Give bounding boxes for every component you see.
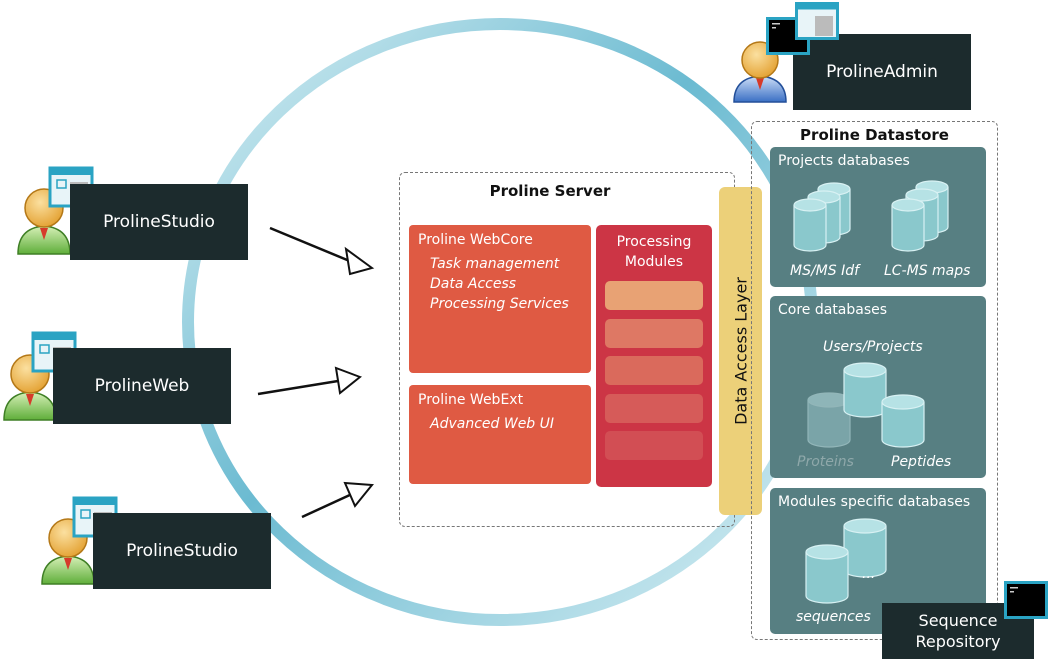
webcore-item: Processing Services <box>430 296 569 312</box>
module-slot <box>605 431 703 460</box>
processing-modules-title-line2: Modules <box>624 254 684 270</box>
data-access-layer: Data Access Layer <box>719 187 762 515</box>
prolineadmin-box: ProlineAdmin <box>793 34 971 110</box>
prolineadmin-label: ProlineAdmin <box>826 62 938 82</box>
prolinestudio-bottom-label: ProlineStudio <box>126 541 238 561</box>
sequence-repository-line2: Repository <box>915 632 1001 651</box>
arrow-icon <box>269 226 375 276</box>
module-slot <box>605 319 703 348</box>
webcore-title: Proline WebCore <box>418 232 533 248</box>
db-label-users-projects: Users/Projects <box>823 339 923 355</box>
core-databases-title: Core databases <box>778 302 888 318</box>
proline-server-title: Proline Server <box>489 182 611 200</box>
terminal-icon <box>1004 581 1048 619</box>
db-label-peptides: Peptides <box>891 454 952 470</box>
database-icon <box>807 362 925 448</box>
db-label-proteins: Proteins <box>797 454 854 470</box>
proline-webcore-box: Proline WebCore Task management Data Acc… <box>409 225 591 373</box>
webcore-item: Data Access <box>430 276 517 292</box>
processing-modules-title: Processing Modules <box>596 232 712 272</box>
webext-title: Proline WebExt <box>418 392 524 408</box>
db-label-lcms: LC-MS maps <box>884 263 971 279</box>
projects-databases-panel: Projects databases MS/MS Idf LC-MS maps <box>770 147 986 287</box>
database-icon <box>805 518 887 604</box>
projects-databases-title: Projects databases <box>778 153 910 169</box>
webcore-item: Task management <box>430 256 560 272</box>
arrow-icon <box>301 481 374 519</box>
prolineweb-box: ProlineWeb <box>53 348 231 424</box>
processing-modules-box: Processing Modules <box>596 225 712 487</box>
sequence-repository-line1: Sequence <box>918 611 998 630</box>
module-slot <box>605 281 703 310</box>
db-label-ellipsis: ... <box>862 566 876 582</box>
core-databases-panel: Core databases Users/Projects Proteins P… <box>770 296 986 478</box>
db-label-sequences: sequences <box>796 609 871 625</box>
modules-databases-title: Modules specific databases <box>778 494 971 510</box>
prolinestudio-bottom-box: ProlineStudio <box>93 513 271 589</box>
database-icon <box>793 180 949 252</box>
processing-modules-title-line1: Processing <box>616 234 692 250</box>
proline-datastore-title: Proline Datastore <box>800 126 949 144</box>
module-slot <box>605 394 703 423</box>
prolineweb-label: ProlineWeb <box>94 376 190 396</box>
user-icon <box>17 188 71 255</box>
prolinestudio-top-box: ProlineStudio <box>70 184 248 260</box>
arrow-icon <box>257 366 362 396</box>
module-slot <box>605 356 703 385</box>
proline-datastore-container <box>751 121 998 640</box>
window-icon <box>795 2 839 40</box>
db-label-msms: MS/MS Idf <box>790 263 860 279</box>
proline-webext-box: Proline WebExt Advanced Web UI <box>409 385 591 484</box>
data-access-layer-label: Data Access Layer <box>731 277 750 425</box>
prolinestudio-top-label: ProlineStudio <box>103 212 215 232</box>
webext-item: Advanced Web UI <box>430 416 555 432</box>
sequence-repository-box: Sequence Repository <box>882 603 1034 659</box>
